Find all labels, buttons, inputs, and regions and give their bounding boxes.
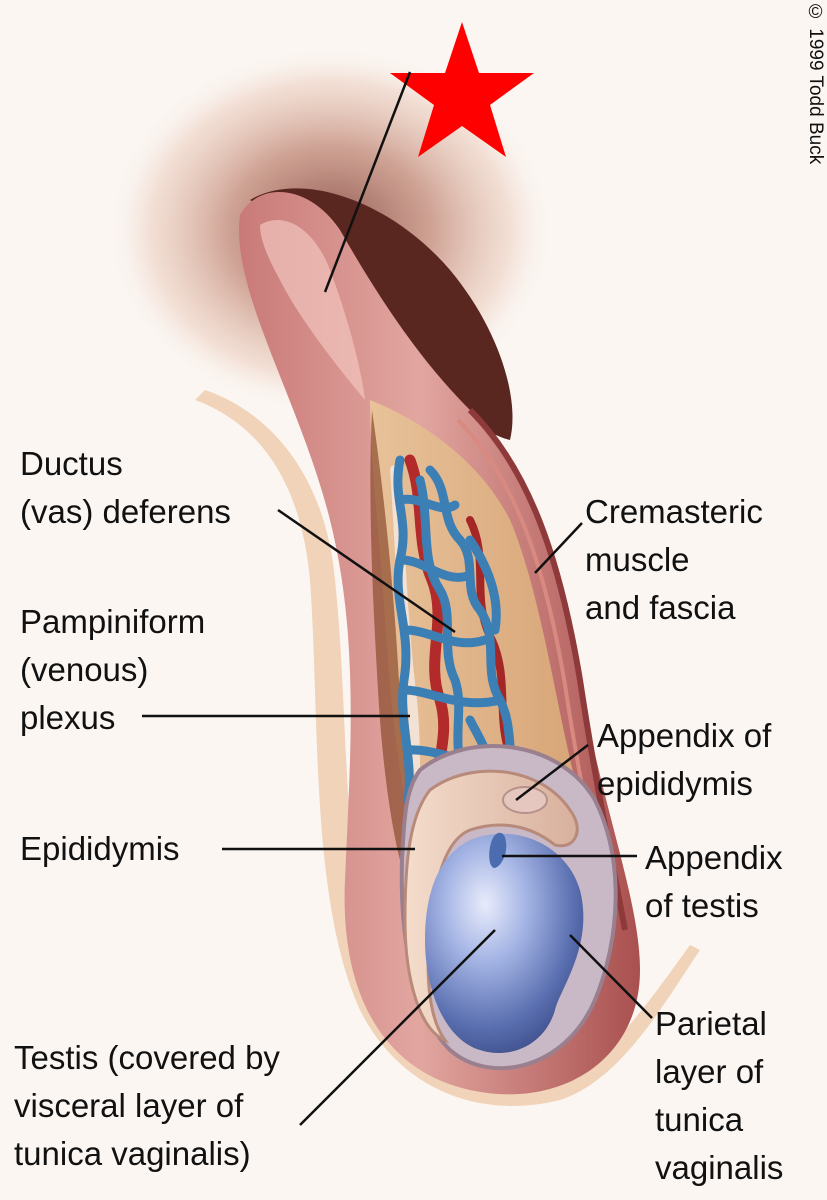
label-line: Appendix of xyxy=(597,717,772,754)
label-line: tunica vaginalis) xyxy=(14,1135,251,1172)
label-parietal-layer: Parietal layer of tunica vaginalis xyxy=(655,1000,783,1192)
label-line: Cremasteric xyxy=(585,493,763,530)
label-epididymis: Epididymis xyxy=(20,825,180,873)
leader-ductus xyxy=(277,508,456,634)
leader-cremasteric xyxy=(534,522,583,574)
cord-interior-shadow xyxy=(370,410,420,860)
leader-parietal xyxy=(569,934,653,1019)
label-line: vaginalis xyxy=(655,1149,784,1186)
outer-skin-band xyxy=(195,390,700,1106)
leader-star xyxy=(323,71,412,293)
label-line: of testis xyxy=(645,887,759,924)
label-line: Testis (covered by xyxy=(14,1039,280,1076)
label-line: plexus xyxy=(20,699,116,736)
label-line: Parietal xyxy=(655,1005,767,1042)
testis-shape xyxy=(425,833,584,1054)
label-line: Appendix xyxy=(645,839,783,876)
label-testis: Testis (covered by visceral layer of tun… xyxy=(14,1034,280,1178)
label-line: Epididymis xyxy=(20,830,180,867)
leader-appendix-epididymis xyxy=(515,744,589,801)
leader-lines xyxy=(142,71,653,1126)
label-ductus-deferens: Ductus (vas) deferens xyxy=(20,440,231,536)
star-marker xyxy=(390,22,534,157)
leader-testis xyxy=(299,929,496,1126)
appendix-of-testis-shape xyxy=(489,832,507,868)
label-line: (venous) xyxy=(20,651,149,688)
label-pampiniform-plexus: Pampiniform (venous) plexus xyxy=(20,598,205,742)
cord-highlight xyxy=(260,220,365,400)
label-line: layer of xyxy=(655,1053,764,1090)
label-line: visceral layer of xyxy=(14,1087,244,1124)
copyright-credit: © 1999 Todd Buck xyxy=(805,2,826,165)
inguinal-canal-opening xyxy=(250,188,513,440)
label-line: (vas) deferens xyxy=(20,493,231,530)
label-line: epididymis xyxy=(597,765,753,802)
label-line: tunica xyxy=(655,1101,744,1138)
label-cremasteric-muscle: Cremasteric muscle and fascia xyxy=(585,488,763,632)
label-line: Pampiniform xyxy=(20,603,206,640)
label-line: muscle xyxy=(585,541,690,578)
appendix-of-epididymis-shape xyxy=(502,786,548,814)
label-appendix-of-epididymis: Appendix of epididymis xyxy=(597,712,771,808)
label-line: Ductus xyxy=(20,445,123,482)
label-appendix-of-testis: Appendix of testis xyxy=(645,834,783,930)
label-line: and fascia xyxy=(585,589,736,626)
